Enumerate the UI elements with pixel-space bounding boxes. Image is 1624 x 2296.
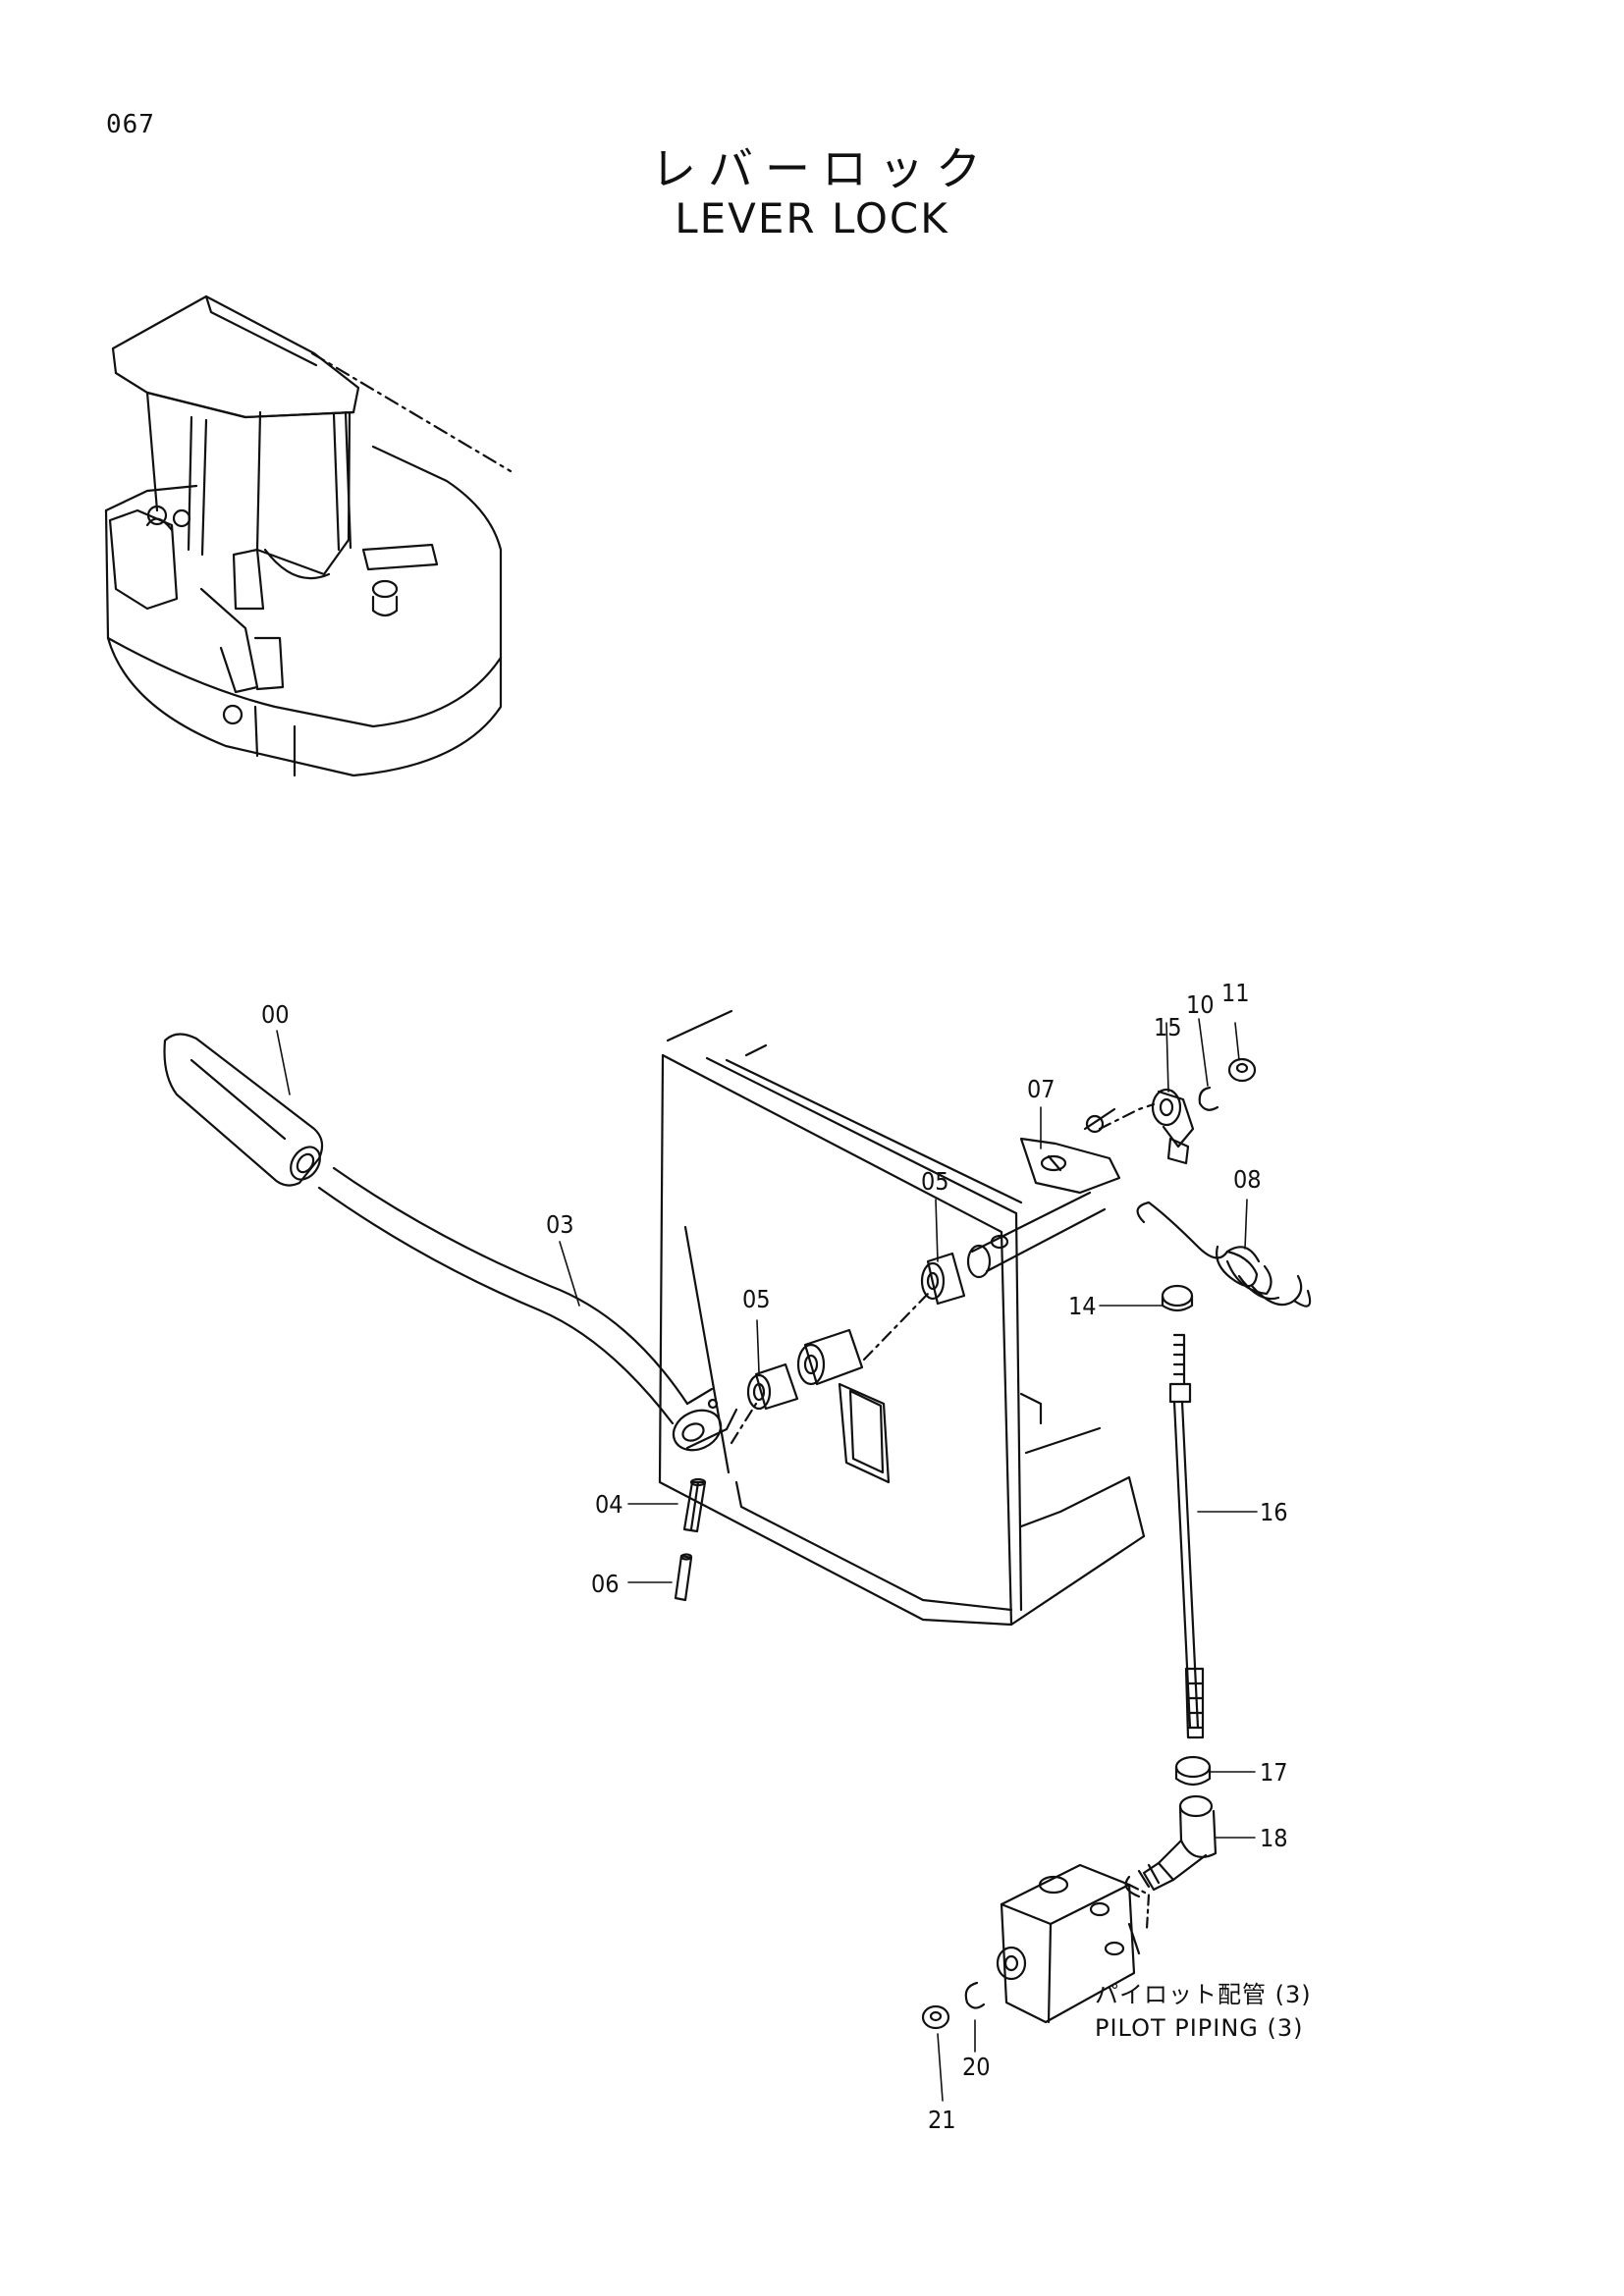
callout-14: 14: [1068, 1292, 1097, 1320]
callout-05-upper: 05: [921, 1167, 949, 1196]
part-11-nut: [1227, 1057, 1257, 1083]
title-japanese: レバーロック: [651, 142, 993, 195]
callout-03: 03: [546, 1210, 574, 1239]
pilot-piping-note-en: PILOT PIPING (3): [1095, 2014, 1304, 2042]
callout-21: 21: [928, 2106, 956, 2134]
part-15-rod-end: [1151, 1088, 1195, 1165]
part-14-nut: [1161, 1284, 1194, 1312]
part-20-snap-ring: [964, 1981, 986, 2009]
callout-15: 15: [1154, 1013, 1182, 1041]
part-06-pin: [674, 1553, 693, 1602]
callout-04: 04: [595, 1490, 623, 1519]
pilot-piping-note: パイロット配管 (3) PILOT PIPING (3): [1095, 1978, 1312, 2045]
part-00-grip: [163, 1033, 324, 1187]
title-english: LEVER LOCK: [675, 194, 949, 242]
pilot-valve-block: [996, 1863, 1151, 2024]
leader-lines: [276, 1018, 1258, 2102]
callout-10: 10: [1186, 990, 1215, 1019]
overview-cab-illustration: [104, 294, 513, 777]
callout-08: 08: [1233, 1165, 1262, 1194]
page-number: 067: [106, 110, 155, 139]
part-16-rod: [1168, 1333, 1205, 1739]
callout-18: 18: [1260, 1824, 1288, 1852]
callout-11: 11: [1221, 979, 1250, 1007]
callout-17: 17: [1260, 1758, 1288, 1787]
part-17-nut: [1174, 1755, 1212, 1787]
mounting-frame: [658, 1009, 1146, 1627]
part-03-lever-bar: [317, 1166, 738, 1452]
callout-06: 06: [591, 1570, 620, 1598]
part-04-spring-pin: [682, 1477, 707, 1533]
callout-20: 20: [962, 2053, 991, 2081]
callout-16: 16: [1260, 1498, 1288, 1526]
part-05-bushings: [730, 1252, 966, 1445]
pilot-piping-note-jp: パイロット配管 (3): [1095, 1981, 1312, 2008]
callout-05-lower: 05: [742, 1285, 771, 1313]
part-10-snap-ring: [1198, 1086, 1219, 1111]
callout-labels: 00 03 04 05 05 06 07 08 10 11 14 15 16 1…: [261, 979, 1288, 2134]
part-08-spring: [1136, 1201, 1312, 1308]
callout-00: 00: [261, 1000, 290, 1029]
callout-07: 07: [1027, 1075, 1056, 1103]
part-18-elbow: [1124, 1794, 1218, 1898]
part-21-nut: [921, 2004, 950, 2030]
part-07-bracket: [966, 1102, 1156, 1279]
